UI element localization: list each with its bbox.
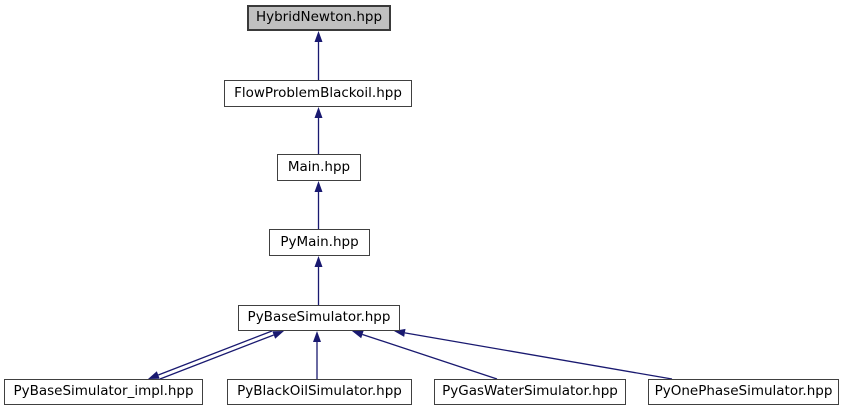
- arrowhead-icon: [352, 330, 364, 339]
- graph-node-pymain[interactable]: PyMain.hpp: [269, 229, 370, 256]
- arrowhead-icon: [313, 331, 321, 342]
- include-edge-pybasesimulator-to-pybasesimulator-impl: [158, 330, 273, 376]
- include-edge-pyonephasesimulator-to-pybasesimulator: [404, 332, 673, 380]
- graph-node-flowproblemblackoil[interactable]: FlowProblemBlackoil.hpp: [224, 80, 412, 107]
- graph-node-pyblackoilsimulator[interactable]: PyBlackOilSimulator.hpp: [227, 379, 412, 405]
- graph-node-pyonephasesimulator[interactable]: PyOnePhaseSimulator.hpp: [648, 379, 839, 405]
- arrowhead-icon: [314, 107, 323, 118]
- graph-node-pygaswatersimulator[interactable]: PyGasWaterSimulator.hpp: [434, 379, 626, 405]
- arrowhead-icon: [314, 256, 323, 267]
- graph-node-pybasesimulator-impl[interactable]: PyBaseSimulator_impl.hpp: [4, 379, 203, 405]
- graph-node-pybasesimulator[interactable]: PyBaseSimulator.hpp: [238, 305, 400, 331]
- arrowhead-icon: [272, 331, 284, 339]
- arrowhead-icon: [148, 371, 160, 379]
- include-edge-pygaswatersimulator-to-pybasesimulator: [362, 333, 498, 380]
- arrowhead-icon: [314, 31, 323, 42]
- graph-node-hybridnewton: HybridNewton.hpp: [247, 5, 391, 31]
- graph-node-main[interactable]: Main.hpp: [277, 154, 361, 181]
- include-edge-pybasesimulator-impl-to-pybasesimulator: [159, 334, 274, 380]
- arrowhead-icon: [314, 181, 323, 192]
